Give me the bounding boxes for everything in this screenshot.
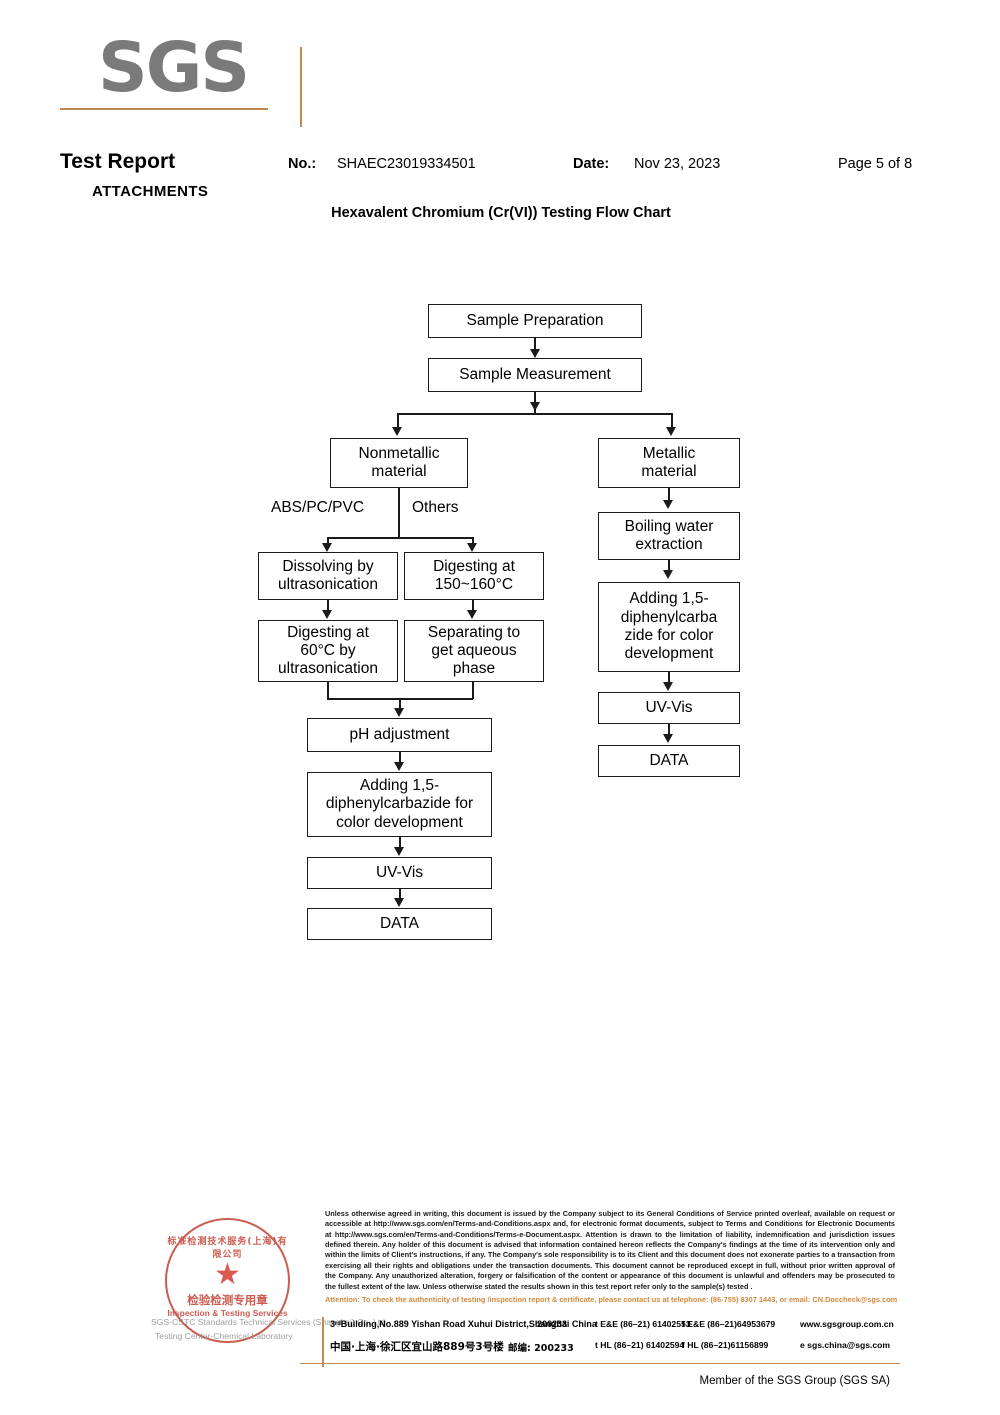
footer-vertical-rule — [322, 1317, 324, 1367]
report-date-label: Date: — [573, 156, 610, 172]
split-bus — [397, 413, 672, 415]
branch-label-abs-pc-pvc: ABS/PC/PVC — [271, 499, 365, 516]
arrow-dpc-to-uvvis-left — [394, 847, 404, 856]
logo-text: SGS — [98, 28, 250, 108]
stamp-circle: 标准检测技术服务(上海)有限公司 ★ 检验检测专用章 Inspection & … — [165, 1218, 290, 1343]
node-sample-measurement: Sample Measurement — [428, 358, 642, 392]
branch-label-others: Others — [412, 499, 459, 516]
arrow-merge-to-ph — [394, 708, 404, 717]
node-ph-adjustment: pH adjustment — [307, 718, 492, 752]
website-url: www.sgsgroup.com.cn — [800, 1319, 894, 1329]
split-right-drop — [671, 413, 673, 429]
node-sample-preparation: Sample Preparation — [428, 304, 642, 338]
nonmetallic-split-bus — [327, 537, 473, 539]
node-boiling-water-extraction: Boiling water extraction — [598, 512, 740, 560]
page-number: Page 5 of 8 — [838, 156, 913, 172]
arrow-prep-to-measure — [529, 349, 540, 358]
email-address: e sgs.china@sgs.com — [800, 1340, 891, 1350]
logo-horizontal-rule — [60, 108, 268, 110]
legal-disclaimer: Unless otherwise agreed in writing, this… — [325, 1209, 895, 1291]
node-digesting-150-160: Digesting at 150~160°C — [404, 552, 544, 600]
arrow-uvvis-to-data-left — [394, 898, 404, 907]
member-statement: Member of the SGS Group (SGS SA) — [699, 1375, 890, 1387]
arrow-metallic-to-boiling — [663, 500, 673, 509]
report-date-value: Nov 23, 2023 — [634, 156, 721, 172]
connector-boiling-down — [668, 560, 670, 572]
report-no-label: No.: — [288, 156, 317, 172]
star-icon: ★ — [214, 1258, 241, 1291]
address-chinese: 中国·上海·徐汇区宜山路889号3号楼 — [330, 1341, 504, 1353]
sgs-logo: SGS — [60, 22, 460, 142]
watermark-line-2: Testing Center-Chemical Laboratory — [155, 1331, 293, 1341]
company-stamp: 标准检测技术服务(上海)有限公司 ★ 检验检测专用章 Inspection & … — [151, 1213, 387, 1353]
arrow-digesting150-to-separating — [467, 610, 477, 619]
report-no-value: SHAEC23019334501 — [337, 156, 476, 172]
connector-uvvis-down-left — [399, 889, 401, 901]
arrow-to-dissolving — [322, 543, 332, 552]
logo-vertical-rule — [300, 47, 302, 127]
merge-right-drop — [472, 682, 474, 699]
arrow-dpc-to-uvvis-right — [663, 682, 673, 691]
contact-tel-hl: t HL (86–21) 61402594 — [595, 1340, 685, 1350]
arrow-to-digesting-150 — [467, 543, 477, 552]
split-left-drop — [397, 413, 399, 429]
arrow-dissolving-to-digesting60 — [322, 610, 332, 619]
nonmetallic-split-right — [472, 537, 474, 545]
page-title: Test Report — [60, 150, 176, 173]
node-dissolving-by-ultrasonication: Dissolving by ultrasonication — [258, 552, 398, 600]
node-data-left: DATA — [307, 908, 492, 940]
node-uv-vis-right: UV-Vis — [598, 692, 740, 724]
node-adding-dpc-left: Adding 1,5- diphenylcarbazide for color … — [307, 772, 492, 837]
connector-prep-to-measure — [534, 338, 536, 350]
node-nonmetallic-material: Nonmetallic material — [330, 438, 468, 488]
node-uv-vis-left: UV-Vis — [307, 857, 492, 889]
attachments-label: ATTACHMENTS — [92, 183, 209, 200]
watermark-line-1: SGS-CSTC Standards Technical Services (S… — [151, 1317, 388, 1327]
node-data-right: DATA — [598, 745, 740, 777]
attention-notice: Attention: To check the authenticity of … — [325, 1295, 898, 1304]
arrow-to-nonmetallic — [392, 427, 402, 436]
connector-dissolving-down — [327, 600, 329, 612]
connector-dpc-down-left — [399, 837, 401, 849]
address-english: 3ʳᵈBuilding,No.889 Yishan Road Xuhui Dis… — [330, 1319, 597, 1329]
connector-uvvis-down-right — [668, 724, 670, 736]
nonmetallic-split-left — [327, 537, 329, 545]
merge-center-drop — [399, 698, 401, 710]
page-footer: 标准检测技术服务(上海)有限公司 ★ 检验检测专用章 Inspection & … — [0, 1195, 1000, 1405]
flowchart-title: Hexavalent Chromium (Cr(VI)) Testing Flo… — [331, 205, 671, 221]
stamp-chinese-text: 检验检测专用章 — [187, 1293, 268, 1307]
node-metallic-material: Metallic material — [598, 438, 740, 488]
node-separating-aqueous-phase: Separating to get aqueous phase — [404, 620, 544, 682]
contact-tel-ee: t E&E (86–21) 61402553 — [595, 1319, 691, 1329]
arrow-measure-split — [529, 402, 540, 411]
contact-fax-hl: f HL (86–21)61156899 — [682, 1340, 769, 1350]
connector-dpc-down-right — [668, 672, 670, 684]
contact-fax-ee: f E&E (86–21)64953679 — [682, 1319, 776, 1329]
connector-digesting150-down — [472, 600, 474, 612]
nonmetallic-drop — [398, 488, 400, 538]
arrow-boiling-to-dpc — [663, 570, 673, 579]
postal-code-english: 200233 — [537, 1319, 568, 1329]
arrow-ph-to-dpc — [394, 762, 404, 771]
stamp-english-text: Inspection & Testing Services — [167, 1308, 288, 1318]
arrow-uvvis-to-data-right — [663, 734, 673, 743]
node-digesting-60-ultrasonication: Digesting at 60°C by ultrasonication — [258, 620, 398, 682]
connector-metallic-down — [668, 488, 670, 502]
stamp-arc-text: 标准检测技术服务(上海)有限公司 — [167, 1237, 288, 1260]
testing-flow-chart: Sample Preparation Sample Measurement No… — [0, 290, 1000, 960]
postal-code-chinese: 邮编: 200233 — [508, 1343, 574, 1354]
merge-left-drop — [327, 682, 329, 699]
arrow-to-metallic — [666, 427, 676, 436]
footer-horizontal-rule — [300, 1363, 900, 1365]
connector-ph-down — [399, 752, 401, 764]
node-adding-dpc-right: Adding 1,5- diphenylcarba zide for color… — [598, 582, 740, 672]
report-header: Test Report ATTACHMENTS No.: SHAEC230193… — [0, 150, 1000, 230]
